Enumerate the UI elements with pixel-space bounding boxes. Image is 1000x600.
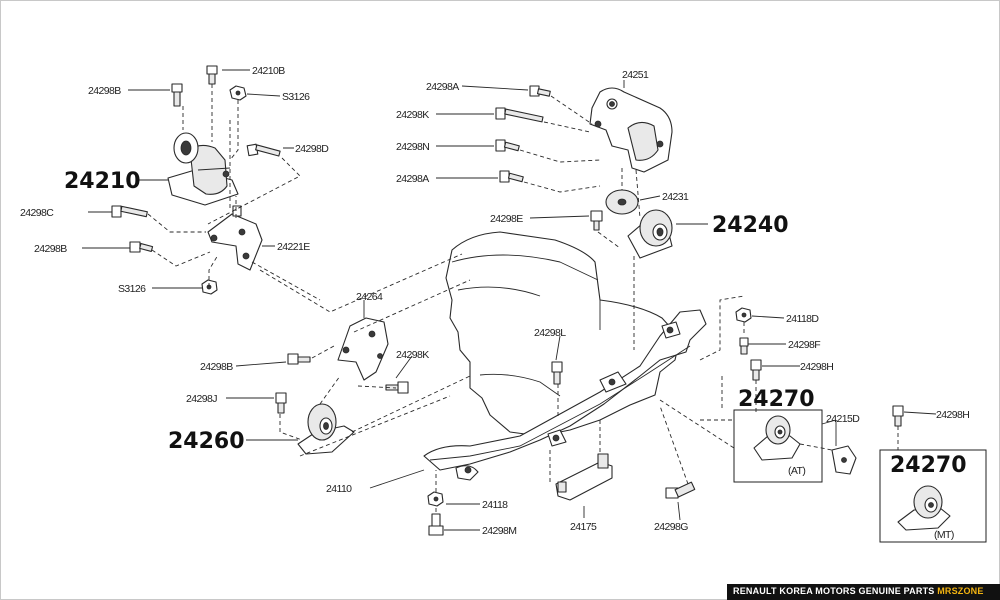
bolt-24210B-icon xyxy=(206,65,218,85)
bolt-24298J-icon xyxy=(275,392,287,414)
label-24240: 24240 xyxy=(712,213,789,238)
bolt-24298C-icon xyxy=(111,205,148,218)
bolt-24298A-icon xyxy=(529,85,551,97)
bolt-24298B-icon xyxy=(171,83,183,107)
bracket-24175 xyxy=(555,453,613,501)
nut-24118-icon xyxy=(427,491,444,507)
label-S3126: S3126 xyxy=(118,283,146,295)
label-24215D: 24215D xyxy=(826,413,860,425)
label-24251: 24251 xyxy=(622,69,649,81)
nut-S3126-icon xyxy=(229,85,247,101)
bolt-24298M-icon xyxy=(428,513,444,536)
label-24298L: 24298L xyxy=(534,327,566,339)
label-24298H: 24298H xyxy=(800,361,833,373)
label-24298F: 24298F xyxy=(788,339,820,351)
bolt-24298F-icon xyxy=(739,337,749,355)
bolt-24298H-icon xyxy=(892,405,904,427)
label-24298C: 24298C xyxy=(20,207,54,219)
bracket-24215D xyxy=(831,445,857,475)
label-24210B: 24210B xyxy=(252,65,285,77)
bolt-24298N-icon xyxy=(495,139,520,152)
label-24298A: 24298A xyxy=(396,173,429,185)
label-24270-mt: 24270 xyxy=(890,453,967,478)
engine-mount-24210 xyxy=(167,132,239,206)
bolt-24298L-icon xyxy=(551,361,563,385)
bolt-24298B-icon xyxy=(287,353,311,365)
label-24298J: 24298J xyxy=(186,393,217,405)
label-24118D: 24118D xyxy=(786,313,819,325)
bolt-24298E-icon xyxy=(590,210,603,231)
label-24298B: 24298B xyxy=(88,85,121,97)
mt-mount-box xyxy=(879,449,987,543)
bolt-24298D-icon xyxy=(246,143,281,157)
crossmember-24110 xyxy=(423,309,707,481)
label-S3126: S3126 xyxy=(282,91,310,103)
at-mount-box xyxy=(733,409,823,483)
label-24298H: 24298H xyxy=(936,409,969,421)
label-24298M: 24298M xyxy=(482,525,516,537)
label-24231: 24231 xyxy=(662,191,689,203)
footer-text: RENAULT KOREA MOTORS GENUINE PARTS MRSZO… xyxy=(733,586,984,596)
label-24298B: 24298B xyxy=(200,361,233,373)
footer-main-text: RENAULT KOREA MOTORS GENUINE PARTS xyxy=(733,586,938,596)
transmission-mount-24270-mt xyxy=(897,485,951,531)
label-24210: 24210 xyxy=(64,169,141,194)
label-mt: (MT) xyxy=(934,529,954,541)
label-24298E: 24298E xyxy=(490,213,523,225)
bolt-24298G-icon xyxy=(665,481,696,499)
bolt-24298K-icon xyxy=(495,107,544,123)
bolt-24298A-icon xyxy=(499,170,524,183)
label-24118: 24118 xyxy=(482,499,508,511)
bolt-24298H-icon xyxy=(750,359,762,381)
washer-24231-icon xyxy=(605,189,639,215)
label-24298G: 24298G xyxy=(654,521,688,533)
footer-banner xyxy=(727,584,1000,600)
label-24110: 24110 xyxy=(326,483,352,495)
bracket-24264 xyxy=(337,317,389,381)
label-24260: 24260 xyxy=(168,429,245,454)
footer-accent-text: MRSZONE xyxy=(937,586,984,596)
label-24298A: 24298A xyxy=(426,81,459,93)
label-24175: 24175 xyxy=(570,521,597,533)
label-24298N: 24298N xyxy=(396,141,429,153)
label-at: (AT) xyxy=(788,465,805,477)
nut-S3126-icon xyxy=(201,279,218,295)
label-24264: 24264 xyxy=(356,291,383,303)
label-24221E: 24221E xyxy=(277,241,310,253)
label-24298K: 24298K xyxy=(396,349,429,361)
transmission-mount-24270-at xyxy=(753,415,801,461)
bracket-24251 xyxy=(589,87,673,173)
nut-24118D-icon xyxy=(735,307,752,323)
engine-mount-24260 xyxy=(297,403,355,455)
bolt-24298B-icon xyxy=(129,241,154,253)
bracket-24221E xyxy=(207,205,263,271)
label-24298K: 24298K xyxy=(396,109,429,121)
label-24298B: 24298B xyxy=(34,243,67,255)
label-24298D: 24298D xyxy=(295,143,329,155)
engine-mount-24240 xyxy=(627,209,673,259)
label-24270-at: 24270 xyxy=(738,387,815,412)
